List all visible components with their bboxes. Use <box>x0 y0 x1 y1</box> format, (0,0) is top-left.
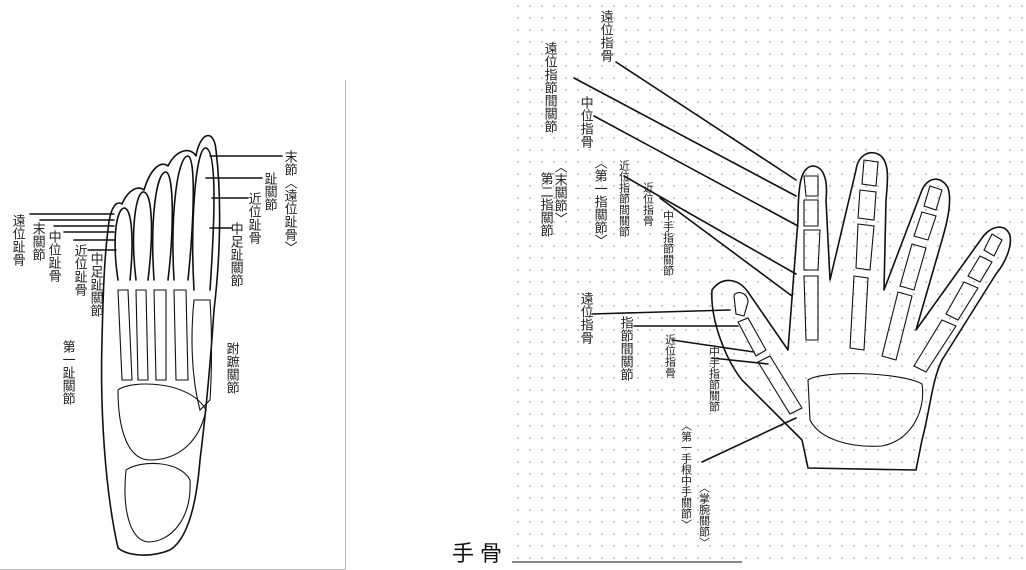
metatarsal-5 <box>117 289 133 381</box>
little-finger-bones <box>913 233 1003 373</box>
label-cmc-joint: 〈第一手根中手關節〉 <box>679 420 693 530</box>
thumb-proximal <box>737 317 767 357</box>
toe-1 <box>191 147 215 291</box>
leader-line <box>615 61 797 181</box>
label-proximal-phalanx: 近位趾骨 <box>245 192 261 244</box>
hand-diagram-panel: 遠位指骨 遠位指節間關節 〈末關節〉 第二指關節 中位指骨 〈第一指關節〉 近位… <box>512 0 1026 569</box>
leader-line <box>659 197 793 297</box>
label-distal-phalanx: 遠位指骨 <box>597 10 613 62</box>
metatarsal-2 <box>173 289 189 381</box>
label-middle-phalanx: 中位趾骨 <box>45 230 61 282</box>
leader-line <box>593 115 799 227</box>
toe-3 <box>151 171 174 281</box>
hand-outline <box>711 152 1012 471</box>
middle-finger-bones <box>849 159 879 351</box>
metatarsal-3 <box>153 289 167 381</box>
toe-5 <box>114 207 133 281</box>
label-end-joint: 末關節 <box>29 222 45 261</box>
tarsal-bones <box>117 383 207 461</box>
leader-line <box>591 309 731 315</box>
label-mcp-joint: 中手指節關節 <box>661 210 675 276</box>
leader-line <box>671 339 755 353</box>
label-dip-joint: 遠位指節間關節 <box>541 42 557 133</box>
foot-diagram-panel: 末節〈遠位趾骨〉 趾關節 近位趾骨 中足趾關節 跗蹠關節 遠位趾骨 末關節 中位… <box>0 80 346 570</box>
label-second-joint: 第二指關節 <box>537 172 553 237</box>
carpal-bones <box>807 373 924 447</box>
label-distal-phalanx-end: 末節〈遠位趾骨〉 <box>281 150 297 254</box>
ring-finger-bones <box>881 185 943 361</box>
hand-skeleton-drawing <box>512 61 1012 563</box>
foot-outline <box>100 134 221 556</box>
leader-line <box>711 357 769 365</box>
label-cmc-joint-alt: 〈掌腕關節〉 <box>697 482 711 548</box>
toe-2 <box>172 155 195 281</box>
foot-skeleton-drawing <box>29 134 283 556</box>
label-end-joint: 〈末關節〉 <box>551 160 567 225</box>
metatarsal-1 <box>191 299 213 412</box>
index-finger-bones <box>803 175 821 341</box>
calcaneus <box>124 462 191 543</box>
thumb-distal <box>733 292 749 317</box>
label-first-joint: 〈第一指關節〉 <box>591 156 607 247</box>
label-thumb-ip-joint: 指節間關節 <box>617 316 633 381</box>
label-thumb-mcp: 中手指節關節 <box>707 346 721 412</box>
hand-caption: 手骨 <box>452 542 509 567</box>
label-pip-joint: 近位指節間關節 <box>617 160 631 237</box>
label-metatarsophalangeal-joint: 中足趾關節 <box>227 222 243 287</box>
thumb-metacarpal <box>757 355 803 415</box>
label-toe-joint: 趾關節 <box>261 172 277 211</box>
label-thumb-proximal: 近位指骨 <box>663 334 677 378</box>
label-first-toe-joint: 第一趾關節 <box>59 340 75 405</box>
label-proximal-phalanx: 近位指骨 <box>641 182 655 226</box>
label-thumb-distal: 遠位指骨 <box>577 292 593 344</box>
toe-4 <box>132 191 153 281</box>
leader-line <box>701 417 797 463</box>
leader-line <box>623 175 797 275</box>
leader-line <box>573 77 797 197</box>
label-proximal-phalanx-left: 近位趾骨 <box>71 244 87 296</box>
label-distal-phalanx-left: 遠位趾骨 <box>9 214 25 266</box>
label-middle-phalanx: 中位指骨 <box>577 96 593 148</box>
label-lisfranc-joint: 跗蹠關節 <box>223 342 239 394</box>
metatarsal-4 <box>135 289 149 381</box>
label-metatarsophalangeal-joint-left: 中足趾關節 <box>87 252 103 317</box>
